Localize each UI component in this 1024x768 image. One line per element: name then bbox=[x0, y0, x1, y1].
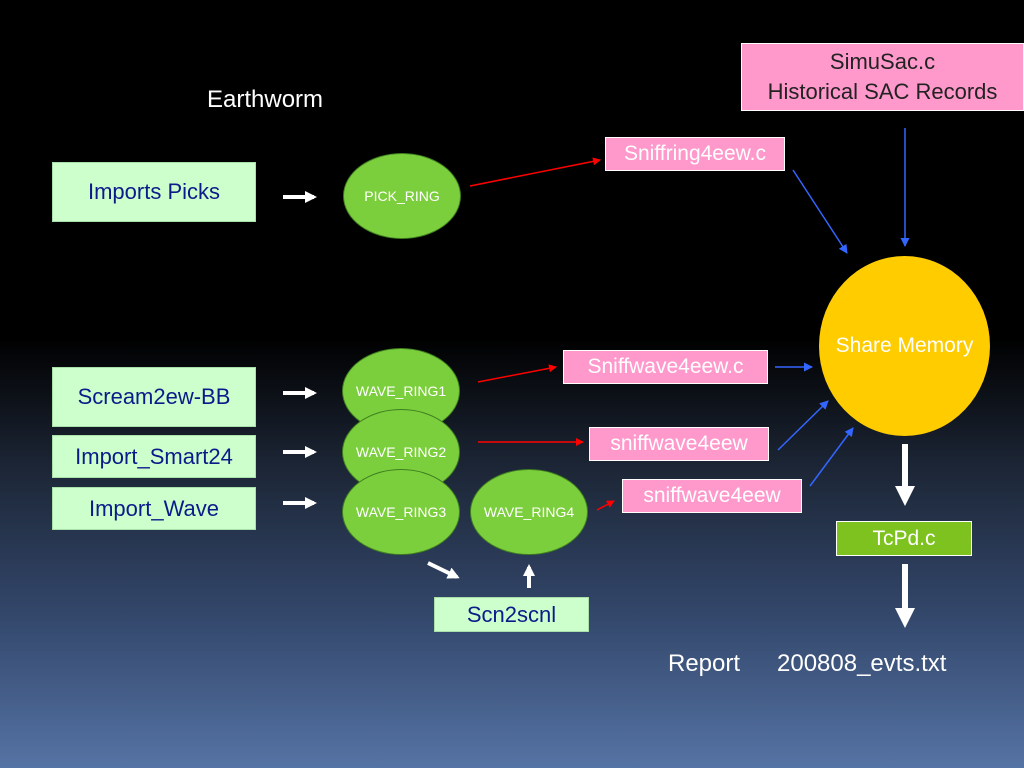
arrow-sniffring-to-memory bbox=[792, 169, 848, 254]
import-wave-box: Import_Wave bbox=[52, 487, 256, 530]
arrow-pickring-to-sniffring bbox=[469, 157, 601, 187]
simusac-line2: Historical SAC Records bbox=[767, 79, 998, 104]
arrow-wave4-to-sniffwave-b bbox=[596, 500, 615, 511]
report-file: 200808_evts.txt bbox=[777, 650, 947, 677]
sniffring-box: Sniffring4eew.c bbox=[605, 137, 785, 171]
wave-ring4: WAVE_RING4 bbox=[470, 469, 588, 555]
scn2scnl-box: Scn2scnl bbox=[434, 597, 589, 632]
sniffwave-c-box: Sniffwave4eew.c bbox=[563, 350, 768, 384]
arrow-sniffwave-a-to-memory bbox=[777, 400, 829, 451]
pick-ring: PICK_RING bbox=[343, 153, 461, 239]
import-smart24-box: Import_Smart24 bbox=[52, 435, 256, 478]
sniffwave-a-box: sniffwave4eew bbox=[589, 427, 769, 461]
diagram-title: Earthworm bbox=[207, 86, 324, 113]
simusac-line1: SimuSac.c bbox=[829, 49, 936, 74]
arrow-sniffwave-b-to-memory bbox=[809, 427, 854, 487]
sniffwave-b-box: sniffwave4eew bbox=[622, 479, 802, 513]
report-label: Report bbox=[668, 650, 741, 677]
wave-ring3: WAVE_RING3 bbox=[342, 469, 460, 555]
scream2ew-box: Scream2ew-BB bbox=[52, 367, 256, 427]
simusac-box: SimuSac.c Historical SAC Records bbox=[741, 43, 1024, 111]
arrow-wave1-to-sniffwave bbox=[477, 364, 557, 383]
share-memory: Share Memory bbox=[819, 256, 990, 436]
arrow-wave3-to-scn2scnl bbox=[427, 561, 460, 579]
tcpd-box: TcPd.c bbox=[836, 521, 972, 556]
imports-picks-box: Imports Picks bbox=[52, 162, 256, 222]
